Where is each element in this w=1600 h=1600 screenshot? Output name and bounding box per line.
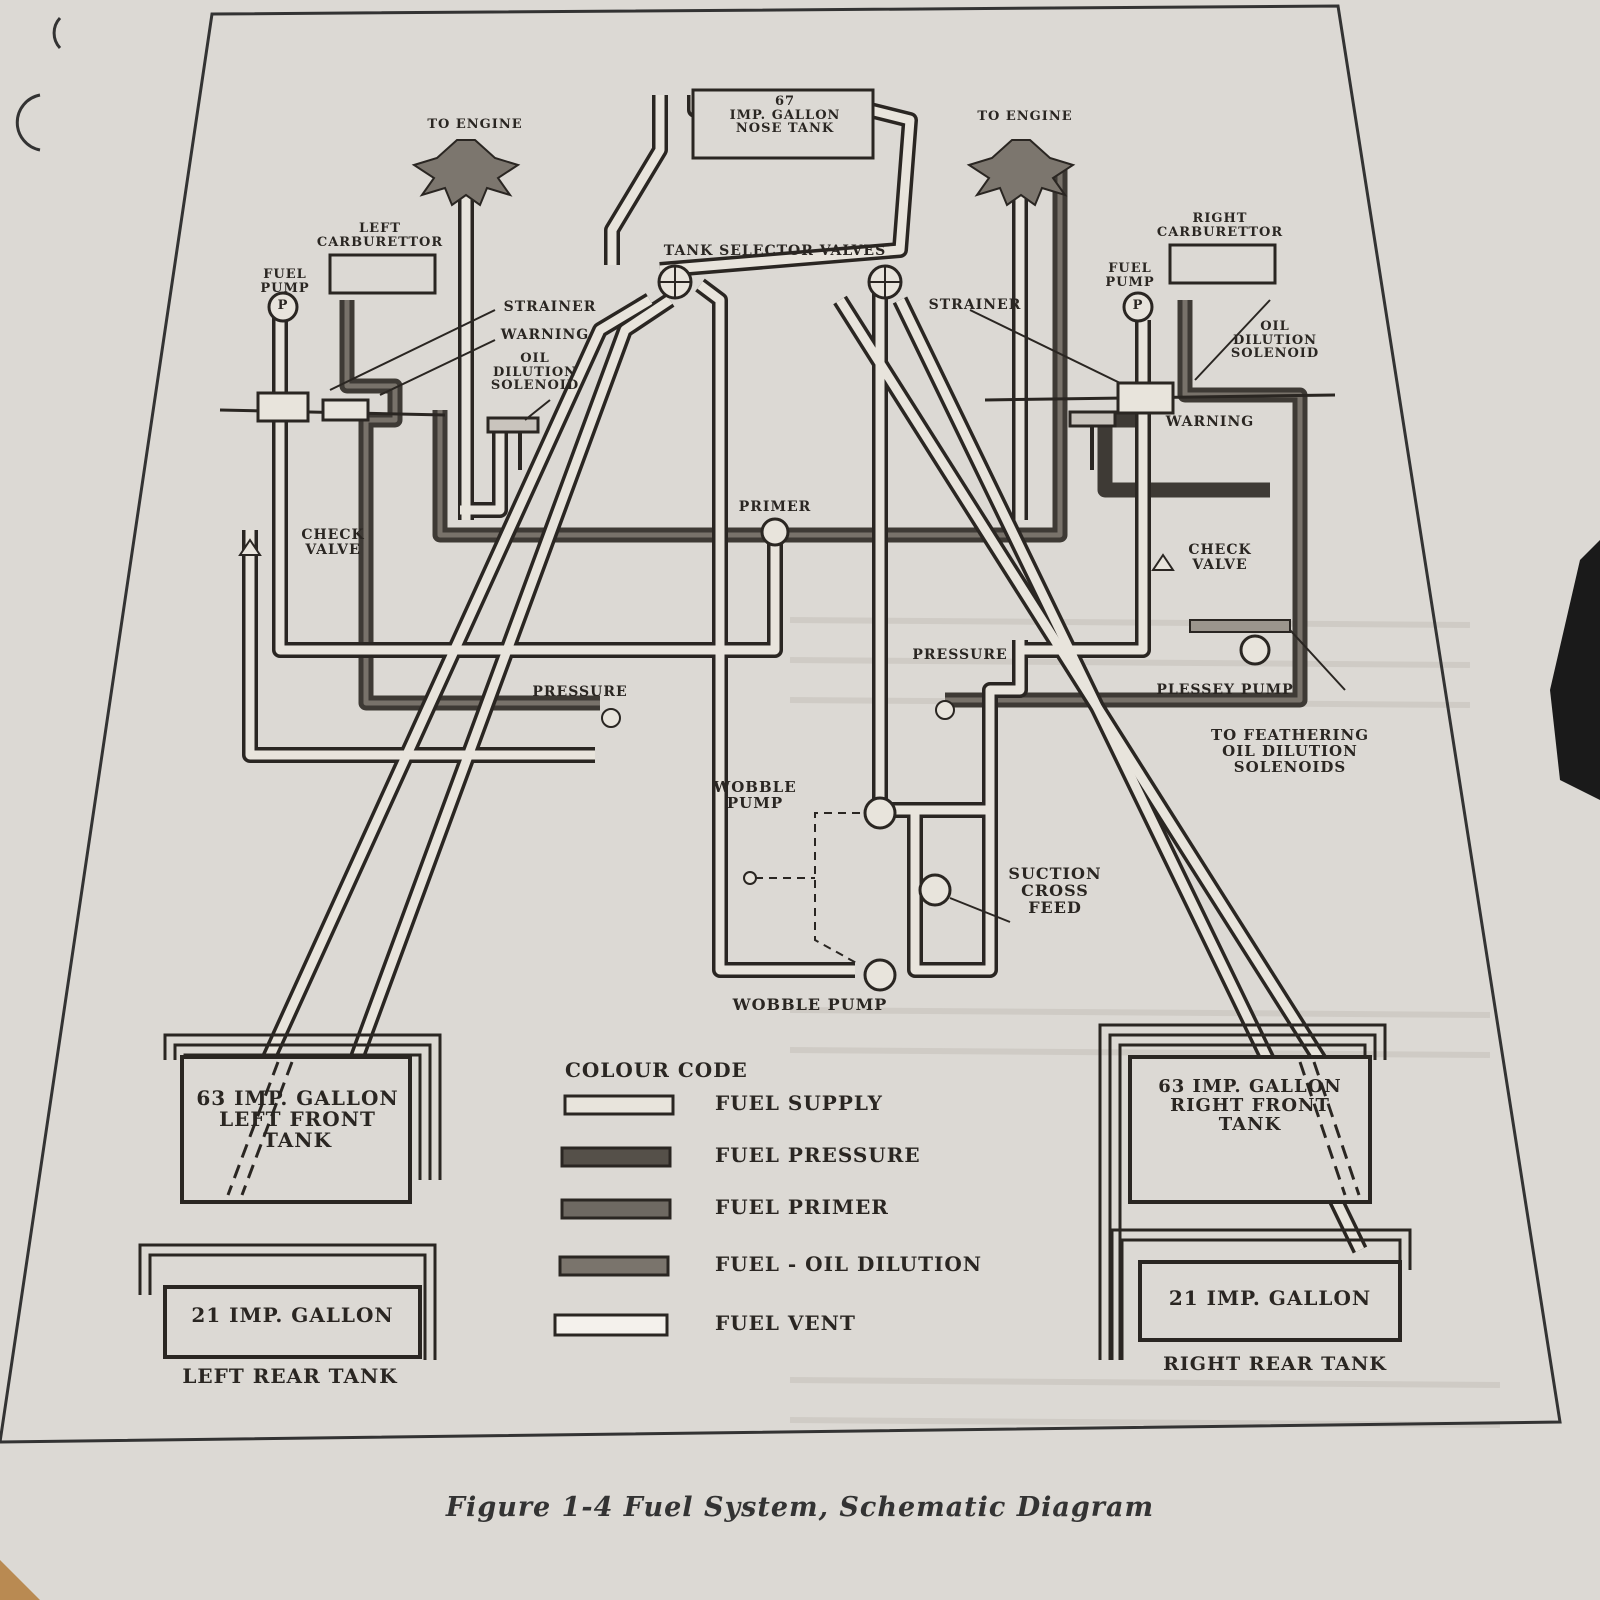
legend-swatch-fuel-primer bbox=[560, 1198, 672, 1220]
left-warning-block bbox=[321, 398, 370, 422]
legend-swatch-fuel-supply bbox=[563, 1094, 675, 1116]
tank-vent-frames bbox=[138, 1023, 1412, 1360]
suction-cross-feed-pointer bbox=[949, 897, 1011, 923]
left-front-tank-pickup-2 bbox=[240, 1061, 294, 1196]
nose-tank-box bbox=[691, 88, 875, 160]
right-pressure-gauge bbox=[935, 700, 955, 720]
right-rear-tank-label: 21 IMP. GALLON bbox=[1168, 1286, 1372, 1310]
leader-lines bbox=[329, 299, 1271, 421]
right-pressure-label: PRESSURE bbox=[912, 647, 1008, 663]
figure-caption: Figure 1-4 Fuel System, Schematic Diagra… bbox=[445, 1492, 1155, 1523]
left-carburettor-label: LEFT CARBURETTOR bbox=[316, 221, 444, 250]
engine-arrow-left bbox=[411, 139, 521, 207]
lower-wobble-pump-label: WOBBLE PUMP bbox=[732, 995, 888, 1014]
right-front-tank-pickup bbox=[1298, 1061, 1347, 1196]
right-solenoid-block bbox=[1068, 410, 1117, 428]
legend-swatch-fuel-vent bbox=[553, 1313, 669, 1337]
wobble-handle bbox=[743, 871, 757, 885]
plessey-pump-label: PLESSEY PUMP bbox=[1156, 682, 1294, 698]
supply-lines-inner bbox=[245, 95, 1365, 1252]
left-oil-dilution-label: OIL DILUTION SOLENOID bbox=[490, 351, 580, 394]
plessey-pump-bar bbox=[1189, 619, 1291, 633]
left-strainer-label: STRAINER bbox=[503, 299, 597, 315]
to-engine-right-label: TO ENGINE bbox=[977, 109, 1073, 124]
left-front-tank-pickup bbox=[226, 1061, 280, 1196]
right-check-valve-arrow bbox=[1151, 553, 1175, 571]
right-strainer-block bbox=[1116, 381, 1175, 415]
left-warning-label: WARNING bbox=[500, 327, 590, 343]
right-oil-dilution-label: OIL DILUTION SOLENOID bbox=[1230, 319, 1320, 362]
right-front-tank-label: 63 IMP. GALLON RIGHT FRONT TANK bbox=[1158, 1076, 1342, 1135]
left-fuel-pump-label: FUEL PUMP bbox=[260, 267, 310, 296]
to-feathering-label: TO FEATHERING OIL DILUTION SOLENOIDS bbox=[1210, 726, 1370, 776]
left-rear-tank bbox=[163, 1285, 422, 1359]
legend-label-fuel-oil-dilution: FUEL - OIL DILUTION bbox=[715, 1252, 983, 1276]
left-carburettor-box bbox=[328, 253, 437, 295]
right-rear-tank-caption: RIGHT REAR TANK bbox=[1163, 1353, 1387, 1375]
right-strainer-label: STRAINER bbox=[928, 297, 1022, 313]
plessey-feed-line bbox=[1289, 629, 1346, 691]
suction-cross-feed-label: SUCTION CROSS FEED bbox=[1008, 864, 1102, 917]
wobble-linkage bbox=[814, 812, 861, 966]
left-front-tank bbox=[180, 1055, 412, 1204]
right-carburettor-box bbox=[1168, 243, 1277, 285]
upper-wobble-pump bbox=[863, 796, 897, 830]
legend-swatch-fuel-pressure bbox=[560, 1146, 672, 1168]
left-check-valve-arrow bbox=[238, 538, 262, 556]
left-rear-tank-label: 21 IMP. GALLON bbox=[191, 1303, 394, 1327]
legend-swatch-fuel-oil-dilution bbox=[558, 1255, 670, 1277]
primer-pump bbox=[760, 517, 790, 547]
legend-label-fuel-supply: FUEL SUPPLY bbox=[715, 1091, 883, 1115]
suction-cross-feed-valve bbox=[918, 873, 952, 907]
right-check-valve-label: CHECK VALVE bbox=[1188, 542, 1252, 573]
right-fuel-pump-label: FUEL PUMP bbox=[1105, 261, 1155, 290]
left-front-tank-label: 63 IMP. GALLON LEFT FRONT TANK bbox=[196, 1086, 399, 1152]
left-strainer-block bbox=[256, 391, 310, 423]
left-rear-tank-caption: LEFT REAR TANK bbox=[182, 1364, 398, 1388]
binder-hole-mid bbox=[15, 93, 41, 152]
right-front-tank bbox=[1128, 1055, 1372, 1204]
legend-label-fuel-primer: FUEL PRIMER bbox=[715, 1195, 889, 1219]
left-pressure-gauge bbox=[601, 708, 621, 728]
lower-wobble-pump bbox=[863, 958, 897, 992]
to-engine-left-label: TO ENGINE bbox=[427, 117, 523, 132]
right-fuel-pump bbox=[1122, 291, 1154, 323]
left-pressure-label: PRESSURE bbox=[532, 684, 628, 700]
primer-label: PRIMER bbox=[738, 499, 812, 515]
binder-hole-top bbox=[52, 16, 62, 50]
right-front-tank-pickup-2 bbox=[1312, 1061, 1361, 1196]
plessey-pump-body bbox=[1239, 634, 1271, 666]
right-warning-label: WARNING bbox=[1165, 414, 1255, 430]
legend-title: COLOUR CODE bbox=[565, 1058, 748, 1082]
legend-label-fuel-vent: FUEL VENT bbox=[715, 1311, 856, 1335]
left-check-valve-label: CHECK VALVE bbox=[301, 527, 365, 558]
legend-label-fuel-pressure: FUEL PRESSURE bbox=[715, 1143, 921, 1167]
right-carburettor-label: RIGHT CARBURETTOR bbox=[1156, 211, 1284, 240]
left-pump-symbol: P bbox=[277, 298, 289, 313]
left-fuel-pump bbox=[267, 291, 299, 323]
nose-tank-label: 67 IMP. GALLON NOSE TANK bbox=[729, 94, 841, 137]
desk-object bbox=[1550, 540, 1600, 800]
right-pump-symbol: P bbox=[1132, 298, 1144, 313]
engine-arrow-right bbox=[966, 139, 1076, 207]
figure-frame bbox=[0, 4, 1562, 1444]
tank-selector-valves-label: TANK SELECTOR VALVES bbox=[663, 243, 887, 259]
left-solenoid-block bbox=[486, 416, 540, 434]
upper-wobble-pump-label: WOBBLE PUMP bbox=[713, 778, 797, 812]
right-rear-tank bbox=[1138, 1260, 1402, 1342]
